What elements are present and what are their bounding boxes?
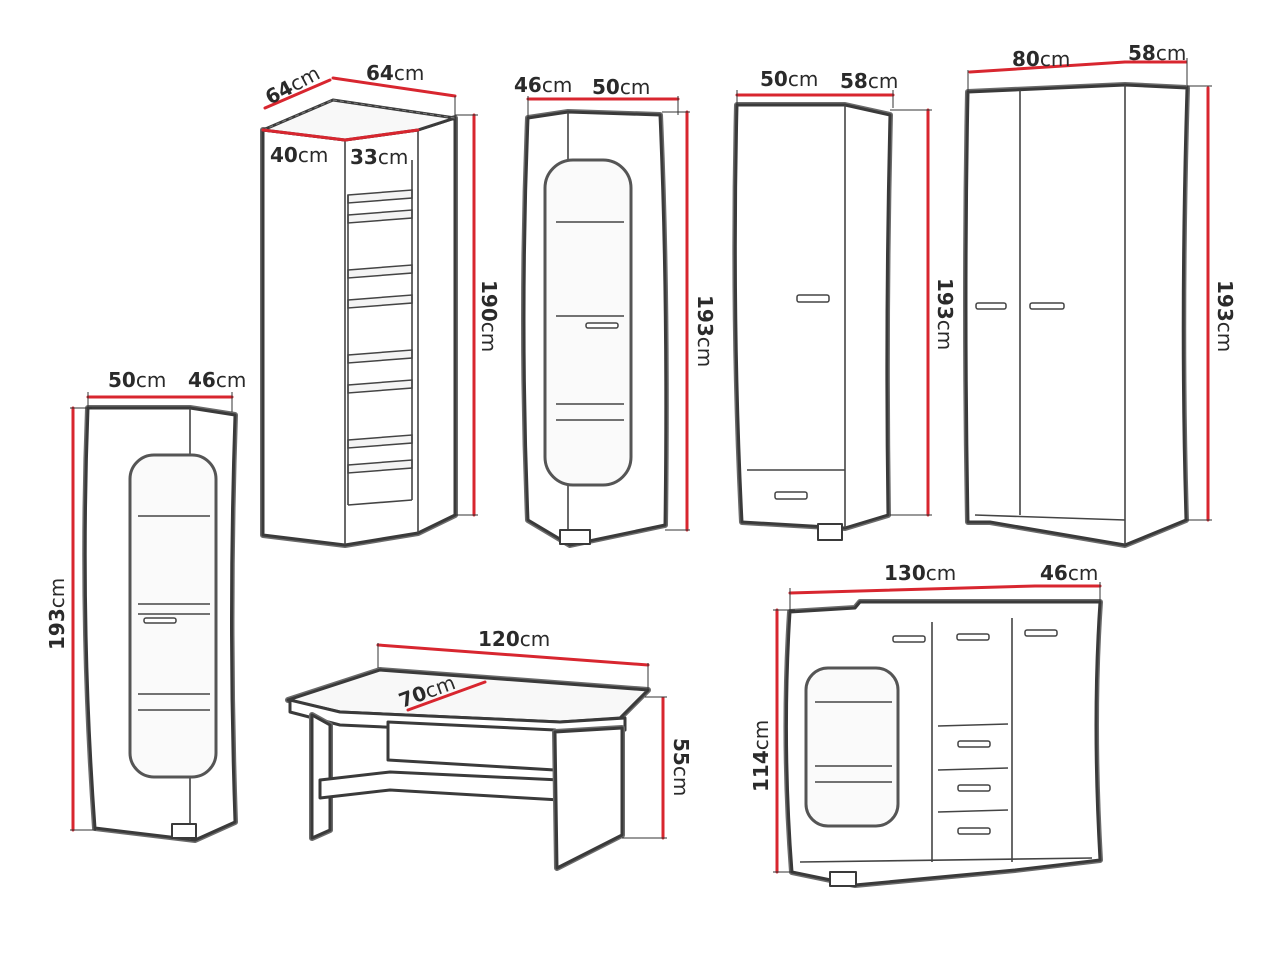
tall-vitrine-glass-door bbox=[128, 453, 218, 779]
dim-corner-top-right: 64cm bbox=[366, 61, 424, 85]
sideboard-glass-door bbox=[804, 666, 900, 828]
sideboard-drawer-handle-2 bbox=[957, 784, 991, 792]
dim-table-length: 120cm bbox=[478, 627, 550, 651]
dim-wardrobe2-height: 193cm bbox=[1213, 280, 1237, 352]
sideboard-handle-2 bbox=[956, 633, 990, 641]
sideboard-handle-3 bbox=[1024, 629, 1058, 637]
dim-wardrobe1-height: 193cm bbox=[933, 278, 957, 350]
dim-tall-vitrine-depth: 46cm bbox=[188, 368, 246, 392]
corner-cabinet bbox=[260, 76, 478, 548]
dim-table-height: 55cm bbox=[669, 738, 693, 796]
dim-sideboard-depth: 46cm bbox=[1040, 561, 1098, 585]
vitrine-handle bbox=[585, 322, 619, 329]
sideboard-drawer-handle-3 bbox=[957, 827, 991, 835]
dim-wardrobe1-width: 50cm bbox=[760, 67, 818, 91]
dim-tall-vitrine-width: 50cm bbox=[108, 368, 166, 392]
single-door-wardrobe bbox=[732, 90, 932, 541]
sideboard-drawer-handle-1 bbox=[957, 740, 991, 748]
double-door-wardrobe bbox=[963, 58, 1212, 548]
sideboard-handle-1 bbox=[892, 635, 926, 643]
wardrobe2-left-handle bbox=[975, 302, 1007, 310]
dim-wardrobe2-depth: 58cm bbox=[1128, 41, 1186, 65]
dim-wardrobe1-depth: 58cm bbox=[840, 69, 898, 93]
tall-vitrine-handle bbox=[143, 617, 177, 624]
dim-sideboard-height: 114cm bbox=[749, 720, 773, 792]
wardrobe1-drawer-handle bbox=[774, 491, 808, 500]
wardrobe2-right-handle bbox=[1029, 302, 1065, 310]
dim-wardrobe2-width: 80cm bbox=[1012, 47, 1070, 71]
vitrine-cabinet bbox=[521, 96, 690, 548]
corner-shelves bbox=[347, 160, 413, 506]
dim-tall-vitrine-height: 193cm bbox=[45, 578, 69, 650]
coffee-table bbox=[285, 643, 667, 871]
dim-vitrine-height: 193cm bbox=[693, 295, 717, 367]
dim-corner-height: 190cm bbox=[477, 280, 501, 352]
dim-corner-top-left: 64cm bbox=[261, 61, 324, 110]
wardrobe1-door-handle bbox=[796, 294, 830, 303]
dim-sideboard-width: 130cm bbox=[884, 561, 956, 585]
dim-corner-front-right: 33cm bbox=[350, 145, 408, 169]
dim-vitrine-depth: 46cm bbox=[514, 73, 572, 97]
tall-vitrine-cabinet bbox=[70, 392, 238, 843]
dim-corner-front-left: 40cm bbox=[270, 143, 328, 167]
dim-vitrine-width: 50cm bbox=[592, 75, 650, 99]
sideboard bbox=[773, 582, 1103, 888]
